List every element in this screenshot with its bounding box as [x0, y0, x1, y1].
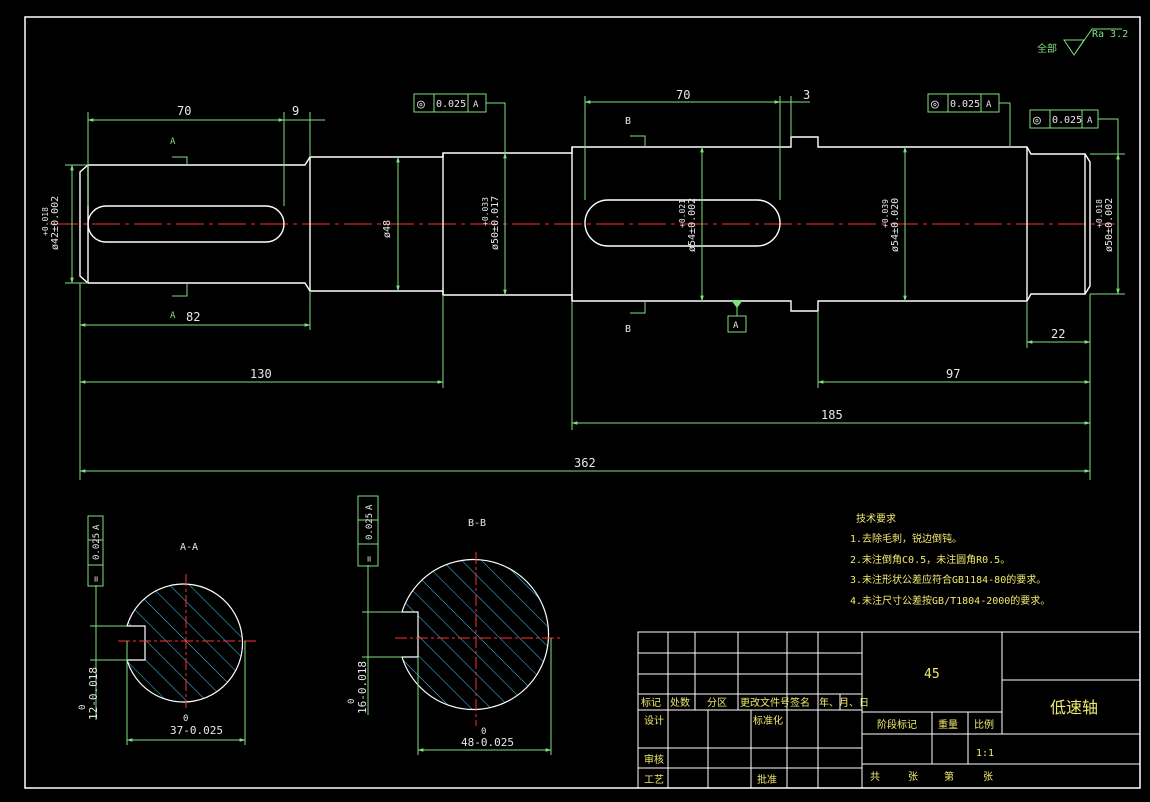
tol-1-symbol: ◎ [417, 97, 425, 112]
section-bb-body [401, 558, 550, 711]
keyway-middle [584, 199, 781, 247]
section-bb-tol-ref: A [365, 504, 375, 510]
tech-req-title: 技术要求 [856, 512, 896, 525]
dimension-texts: 70 9 70 3 82 130 97 22 185 362 ø42±0.002… [41, 88, 1115, 470]
material: 45 [924, 667, 940, 682]
weight-label: 重量 [938, 718, 958, 731]
dim-len-185: 185 [821, 408, 843, 422]
dim-d-54a-tol: +0.021 [678, 199, 687, 228]
part-name: 低速轴 [1050, 698, 1098, 717]
dimension-lines [65, 96, 1125, 480]
roughness-symbol: 全部 Ra 3.2 [1037, 28, 1128, 56]
rev-header: 签名 [790, 696, 810, 709]
section-aa-key-depth: 12-0.018 [87, 667, 100, 720]
section-aa-title: A-A [180, 542, 198, 553]
dim-d-54b-tol: +0.039 [881, 199, 890, 228]
dim-d-left-tol: +0.018 [41, 207, 50, 236]
section-mark-b-bottom: B [625, 324, 631, 335]
datum-label: A [733, 321, 739, 331]
section-mark-a-bottom: A [170, 311, 176, 321]
section-aa-width: 37-0.025 [170, 724, 223, 737]
tech-req-item: 3.未注形状公差应符合GB1184-80的要求。 [850, 573, 1046, 586]
keyway-left [87, 205, 285, 243]
section-mark-b-top: B [625, 116, 631, 127]
section-aa-key-depth-zero: 0 [78, 705, 88, 710]
tech-req-item: 2.未注倒角C0.5，未注圆角R0.5。 [850, 553, 1010, 566]
section-aa-tol-val: 0.025 [92, 533, 102, 560]
review-label: 审核 [644, 753, 664, 766]
sheet-label: 第 [944, 770, 954, 783]
sheet-label: 张 [983, 771, 993, 783]
sheet-label: 共 [870, 771, 880, 783]
dim-d-50b-tol: +0.018 [1095, 199, 1104, 228]
tolerance-frame-3: ◎ 0.025 A [1029, 109, 1099, 129]
section-aa-tol-sym: = [91, 576, 102, 582]
tol-1-ref: A [473, 100, 479, 110]
rev-header: 年、月、日 [819, 696, 869, 709]
dim-d-50b: ø50±0.002 [1104, 198, 1115, 252]
dim-len-97: 97 [946, 367, 960, 381]
tol-3-ref: A [1087, 116, 1093, 126]
dim-d-54a: ø54±0.002 [687, 198, 698, 252]
roughness-value: Ra 3.2 [1092, 29, 1128, 40]
shaft-outline [79, 136, 1091, 312]
dim-len-130: 130 [250, 367, 272, 381]
tolerance-frame-2: ◎ 0.025 A [927, 93, 1000, 113]
tech-req-item: 4.未注尺寸公差按GB/T1804-2000的要求。 [850, 594, 1050, 607]
rev-header: 更改文件号 [740, 696, 790, 709]
stage-label: 阶段标记 [877, 718, 917, 731]
section-mark-a-top: A [170, 137, 176, 147]
tol-2-symbol: ◎ [931, 97, 939, 112]
title-block-text: 标记 处数 分区 更改文件号 签名 年、月、日 设计 标准化 审核 工艺 批准 … [641, 667, 1098, 786]
section-aa-body [126, 583, 244, 703]
rev-header: 分区 [707, 697, 727, 709]
datum-triangle [731, 300, 743, 308]
roughness-note: 全部 [1037, 42, 1057, 55]
section-aa-width-zero: 0 [183, 714, 188, 724]
sheet-label: 张 [908, 771, 918, 783]
section-bb-key-depth: 16-0.018 [356, 661, 369, 714]
dim-d-50a: ø50±0.017 [490, 196, 501, 250]
dim-len-82: 82 [186, 310, 200, 324]
dim-key-left-len: 70 [177, 104, 191, 118]
tol-2-ref: A [986, 100, 992, 110]
dim-d-left: ø42±0.002 [50, 196, 61, 250]
dim-d-48: ø48 [382, 220, 393, 238]
dim-key-mid-offset: 3 [803, 88, 810, 102]
standard-label: 标准化 [753, 714, 783, 727]
section-bb-title: B-B [468, 518, 486, 529]
dim-len-22: 22 [1051, 327, 1065, 341]
tol-1-value: 0.025 [436, 99, 466, 110]
rev-header: 处数 [670, 696, 690, 709]
tech-req-item: 1.去除毛刺，锐边倒钝。 [850, 532, 962, 545]
dim-len-362: 362 [574, 456, 596, 470]
tol-2-value: 0.025 [950, 99, 980, 110]
rev-header: 标记 [641, 697, 661, 709]
section-bb-width-zero: 0 [481, 727, 486, 737]
tol-3-value: 0.025 [1052, 115, 1082, 126]
tol-3-symbol: ◎ [1033, 113, 1041, 128]
tolerance-frame-1: ◎ 0.025 A [413, 93, 487, 113]
outer-frame [24, 16, 1141, 789]
approve-label: 批准 [757, 773, 777, 786]
section-aa-tol-ref: A [92, 524, 102, 530]
dim-d-54b: ø54±0.020 [890, 198, 901, 252]
dim-key-mid-len: 70 [676, 88, 690, 102]
dim-d-50a-tol: +0.033 [481, 197, 490, 226]
section-bb-tol-sym: = [364, 556, 375, 562]
scale-value: 1:1 [976, 748, 994, 759]
section-bb-key-depth-zero: 0 [347, 699, 357, 704]
design-label: 设计 [644, 714, 664, 727]
title-block [637, 631, 1141, 789]
technical-requirements: 技术要求 1.去除毛刺，锐边倒钝。 2.未注倒角C0.5，未注圆角R0.5。 3… [850, 512, 1050, 607]
scale-label: 比例 [974, 718, 994, 731]
section-bb-tol-val: 0.025 [365, 513, 375, 540]
dim-key-left-offset: 9 [292, 104, 299, 118]
section-bb: B-B 0 48-0.025 16-0.018 0 = 0.025 A [347, 495, 560, 755]
process-label: 工艺 [644, 774, 664, 786]
section-aa: A-A 0 37-0.025 12-0.018 0 = 0.025 A [78, 515, 256, 745]
section-bb-width: 48-0.025 [461, 736, 514, 749]
